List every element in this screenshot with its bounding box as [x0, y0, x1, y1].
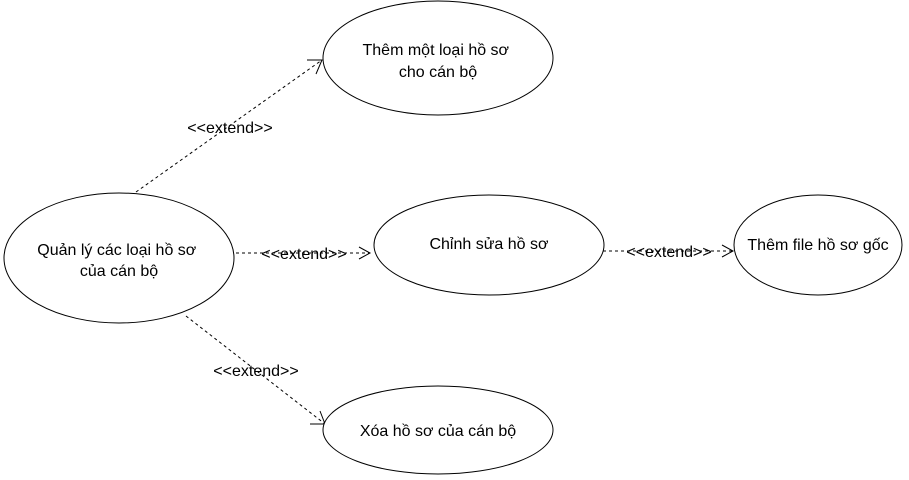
extend-edge-edit-to-add-file: <<extend>> [603, 244, 735, 261]
use-case-label: Thêm file hồ sơ gốc [747, 237, 888, 254]
use-case-add-type: Thêm một loại hồ sơ cho cán bộ [322, 0, 554, 116]
use-case-add-file: Thêm file hồ sơ gốc [733, 194, 903, 296]
svg-text:Quản lý các loại hồ sơ c: Quản lý các loại hồ sơ của cán bộ [37, 242, 200, 280]
extend-label: <<extend>> [626, 244, 711, 261]
use-case-label: Xóa hồ sơ của cán bộ [360, 423, 516, 440]
use-case-edit: Chỉnh sửa hồ sơ [373, 194, 605, 296]
extend-label: <<extend>> [261, 246, 346, 263]
svg-text:Thêm file hồ sơ gốc: Thêm file hồ sơ gốc [747, 237, 888, 254]
use-case-label: của cán bộ [80, 263, 158, 280]
extend-edge-manage-to-add-type: <<extend>> [135, 59, 323, 193]
use-case-label: cho cán bộ [399, 64, 477, 81]
use-case-manage: Quản lý các loại hồ sơ của cán bộ [3, 192, 235, 324]
extend-edge-manage-to-edit: <<extend>> [236, 246, 372, 263]
use-case-delete: Xóa hồ sơ của cán bộ [322, 385, 554, 475]
extend-edge-manage-to-delete: <<extend>> [185, 315, 326, 425]
extend-label: <<extend>> [187, 120, 272, 137]
svg-text:Thêm một loại hồ sơ cho: Thêm một loại hồ sơ cho cán bộ [363, 42, 514, 81]
use-case-label: Thêm một loại hồ sơ [363, 42, 510, 59]
use-case-label: Quản lý các loại hồ sơ [37, 242, 197, 259]
extend-label: <<extend>> [213, 363, 298, 380]
use-case-label: Chỉnh sửa hồ sơ [429, 236, 549, 253]
svg-text:Xóa hồ sơ của cán bộ: Xóa hồ sơ của cán bộ [360, 423, 516, 440]
svg-text:Chỉnh sửa hồ sơ: Chỉnh sửa hồ sơ [429, 236, 549, 253]
